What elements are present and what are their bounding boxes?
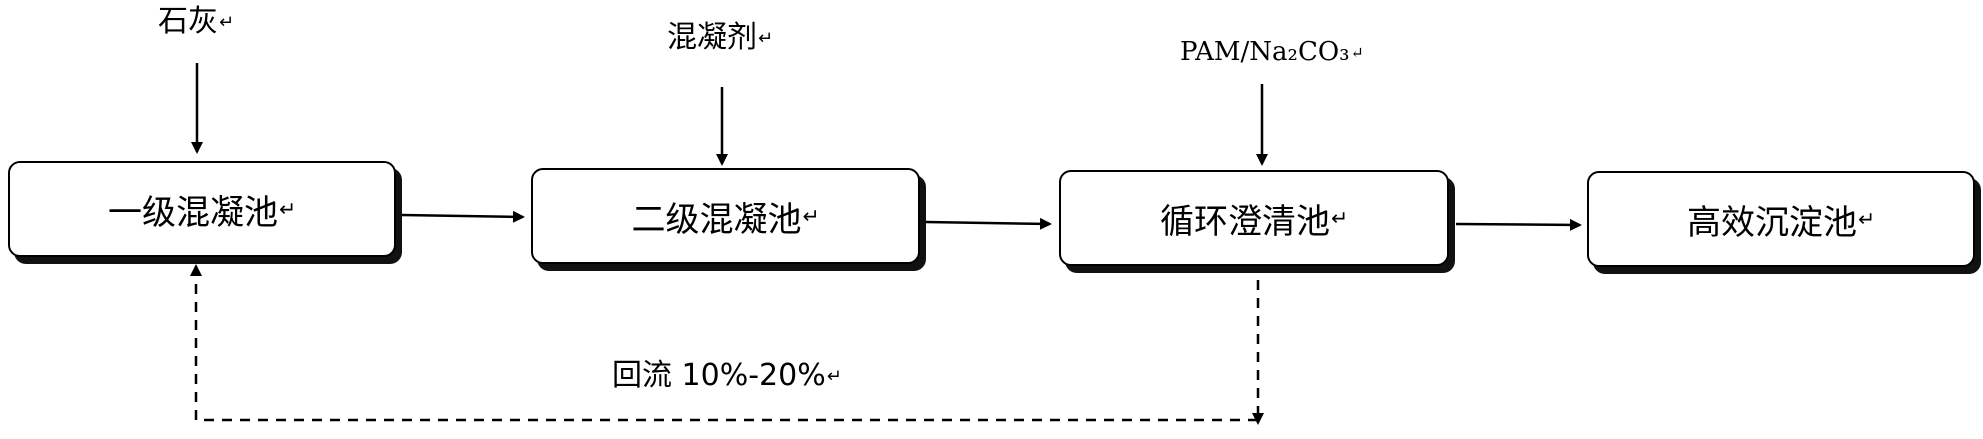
pam-text: PAM/Na₂CO₃	[1180, 37, 1350, 67]
secondary-tank-label: 二级混凝池	[631, 199, 802, 240]
flow-arrow-2	[925, 217, 1052, 230]
return-mark: ↵	[802, 204, 820, 228]
flow-arrow-3	[1455, 218, 1582, 231]
primary-tank-label: 一级混凝池	[107, 192, 278, 233]
sedimentation-tank-label: 高效沉淀池	[1686, 202, 1857, 243]
return-mark: ↵	[758, 27, 774, 49]
primary-coagulation-tank: 一级混凝池↵	[8, 161, 396, 257]
recycle-label: 回流 10%-20%↵	[612, 358, 842, 395]
recycle-text: 回流 10%-20%	[612, 358, 826, 393]
return-mark: ↵	[219, 11, 235, 33]
return-mark: ↵	[278, 197, 297, 221]
lime-label: 石灰↵	[158, 4, 234, 41]
return-mark: ↵	[826, 365, 842, 387]
lime-text: 石灰	[158, 4, 218, 39]
high-efficiency-sedimentation-tank: 高效沉淀池↵	[1587, 171, 1975, 267]
pam-label: PAM/Na₂CO₃↵	[1180, 34, 1364, 71]
return-mark: ↵	[1330, 206, 1349, 230]
coagulant-text: 混凝剂	[667, 20, 757, 55]
flow-arrow-1	[401, 210, 525, 223]
return-mark: ↵	[1857, 207, 1876, 231]
return-mark: ↵	[1350, 44, 1364, 62]
secondary-coagulation-tank: 二级混凝池↵	[531, 168, 920, 264]
circulating-clarifier-tank: 循环澄清池↵	[1059, 170, 1449, 266]
circulating-tank-label: 循环澄清池	[1159, 201, 1330, 242]
coagulant-label: 混凝剂↵	[667, 20, 773, 57]
